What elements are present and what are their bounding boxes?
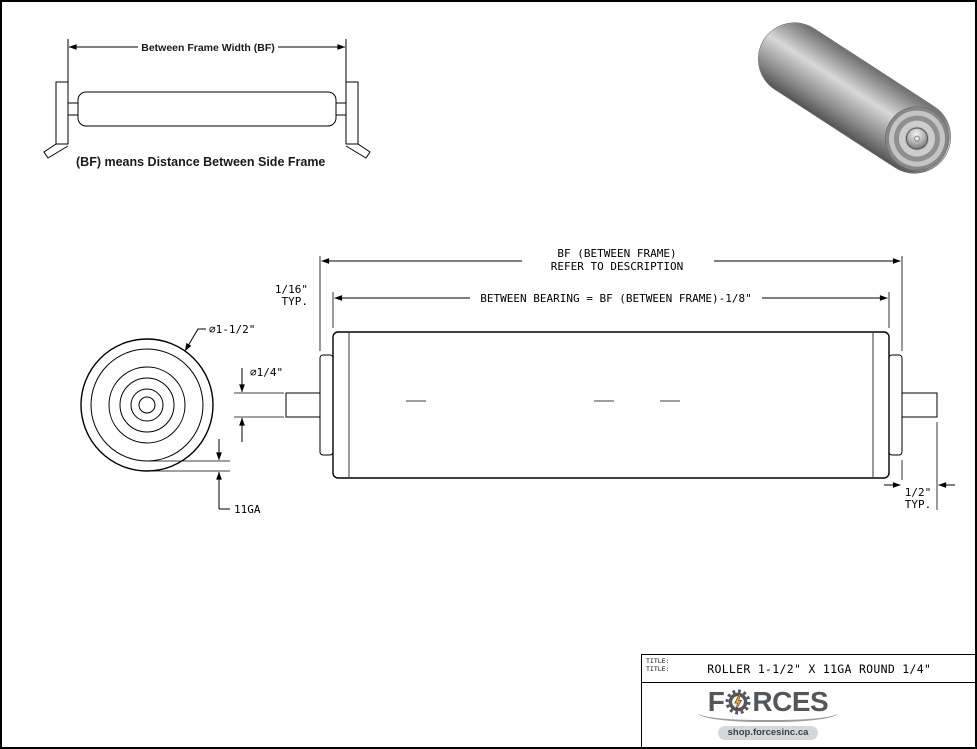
right-shaft	[901, 392, 938, 418]
roller-tube	[332, 331, 890, 479]
left-shaft	[285, 392, 321, 418]
bf-label-line1: BF (BETWEEN FRAME)	[557, 247, 676, 260]
dimensions	[234, 256, 955, 510]
end-view-outer-circle	[80, 338, 214, 472]
left-bearing-hub	[319, 354, 334, 456]
roller-3d-shaft-tip	[912, 134, 922, 143]
shaft-ext-suffix: TYP.	[905, 498, 932, 511]
end-view-bearing-circle	[108, 366, 186, 444]
roller-3d-hub	[901, 123, 933, 154]
end-view-bearing-circle	[119, 377, 175, 433]
legend-right-frame	[345, 81, 359, 145]
end-view-hub-circle	[130, 388, 164, 422]
shaft-ext-value: 1/2"	[905, 486, 932, 499]
roller-diameter-leader	[184, 328, 206, 352]
end-view-shaft-circle	[138, 396, 156, 414]
legend-right-shaft	[335, 102, 347, 116]
bf-legend	[43, 39, 371, 159]
between-bearing-label: BETWEEN BEARING = BF (BETWEEN FRAME)-1/8…	[480, 292, 752, 305]
title-row: TITLE: TITLE: ROLLER 1-1/2" X 11GA ROUND…	[642, 655, 975, 683]
website-label: shop.forcesinc.ca	[717, 725, 819, 740]
brand-wordmark: F RCES	[688, 688, 848, 716]
logo-row: F RCES shop.forcesinc.ca	[642, 683, 975, 746]
frame-gap-value: 1/16"	[275, 283, 308, 296]
legend-left-frame	[55, 81, 69, 145]
roller-side-view	[285, 331, 938, 479]
frame-gap-suffix: TYP.	[282, 295, 309, 308]
roller-3d-endcap	[872, 94, 962, 183]
gear-lightning-icon	[725, 689, 751, 715]
brand-prefix: F	[707, 686, 725, 717]
bf-label-line2: REFER TO DESCRIPTION	[551, 260, 683, 273]
roller-3d-render	[737, 9, 975, 202]
legend-roller	[77, 91, 337, 127]
logo-swoosh	[698, 713, 838, 722]
title-field-label: TITLE:	[646, 657, 670, 665]
roller-end-view	[80, 328, 230, 510]
title-block: TITLE: TITLE: ROLLER 1-1/2" X 11GA ROUND…	[641, 654, 975, 747]
legend-left-shaft	[67, 102, 79, 116]
brand-suffix: RCES	[752, 686, 829, 717]
drawing-title: ROLLER 1-1/2" X 11GA ROUND 1/4"	[707, 661, 932, 676]
brand-logo: F RCES shop.forcesinc.ca	[688, 688, 848, 740]
wall-gauge-label: 11GA	[234, 503, 261, 516]
legend-caption: (BF) means Distance Between Side Frame	[76, 155, 325, 169]
shaft-diameter-label: ⌀1/4"	[250, 366, 283, 379]
title-field-label: TITLE:	[646, 665, 670, 673]
roller-diameter-label: ⌀1-1/2"	[209, 323, 255, 336]
end-view-inner-wall-circle	[90, 348, 204, 462]
lightning-bolt-icon	[734, 693, 743, 711]
right-bearing-hub	[888, 354, 903, 456]
legend-dim-label: Between Frame Width (BF)	[141, 42, 275, 54]
roller-3d-tube	[744, 9, 965, 187]
legend-right-frame-foot	[345, 143, 371, 159]
title-field-labels: TITLE: TITLE:	[642, 655, 669, 673]
legend-left-frame-foot	[43, 143, 69, 159]
